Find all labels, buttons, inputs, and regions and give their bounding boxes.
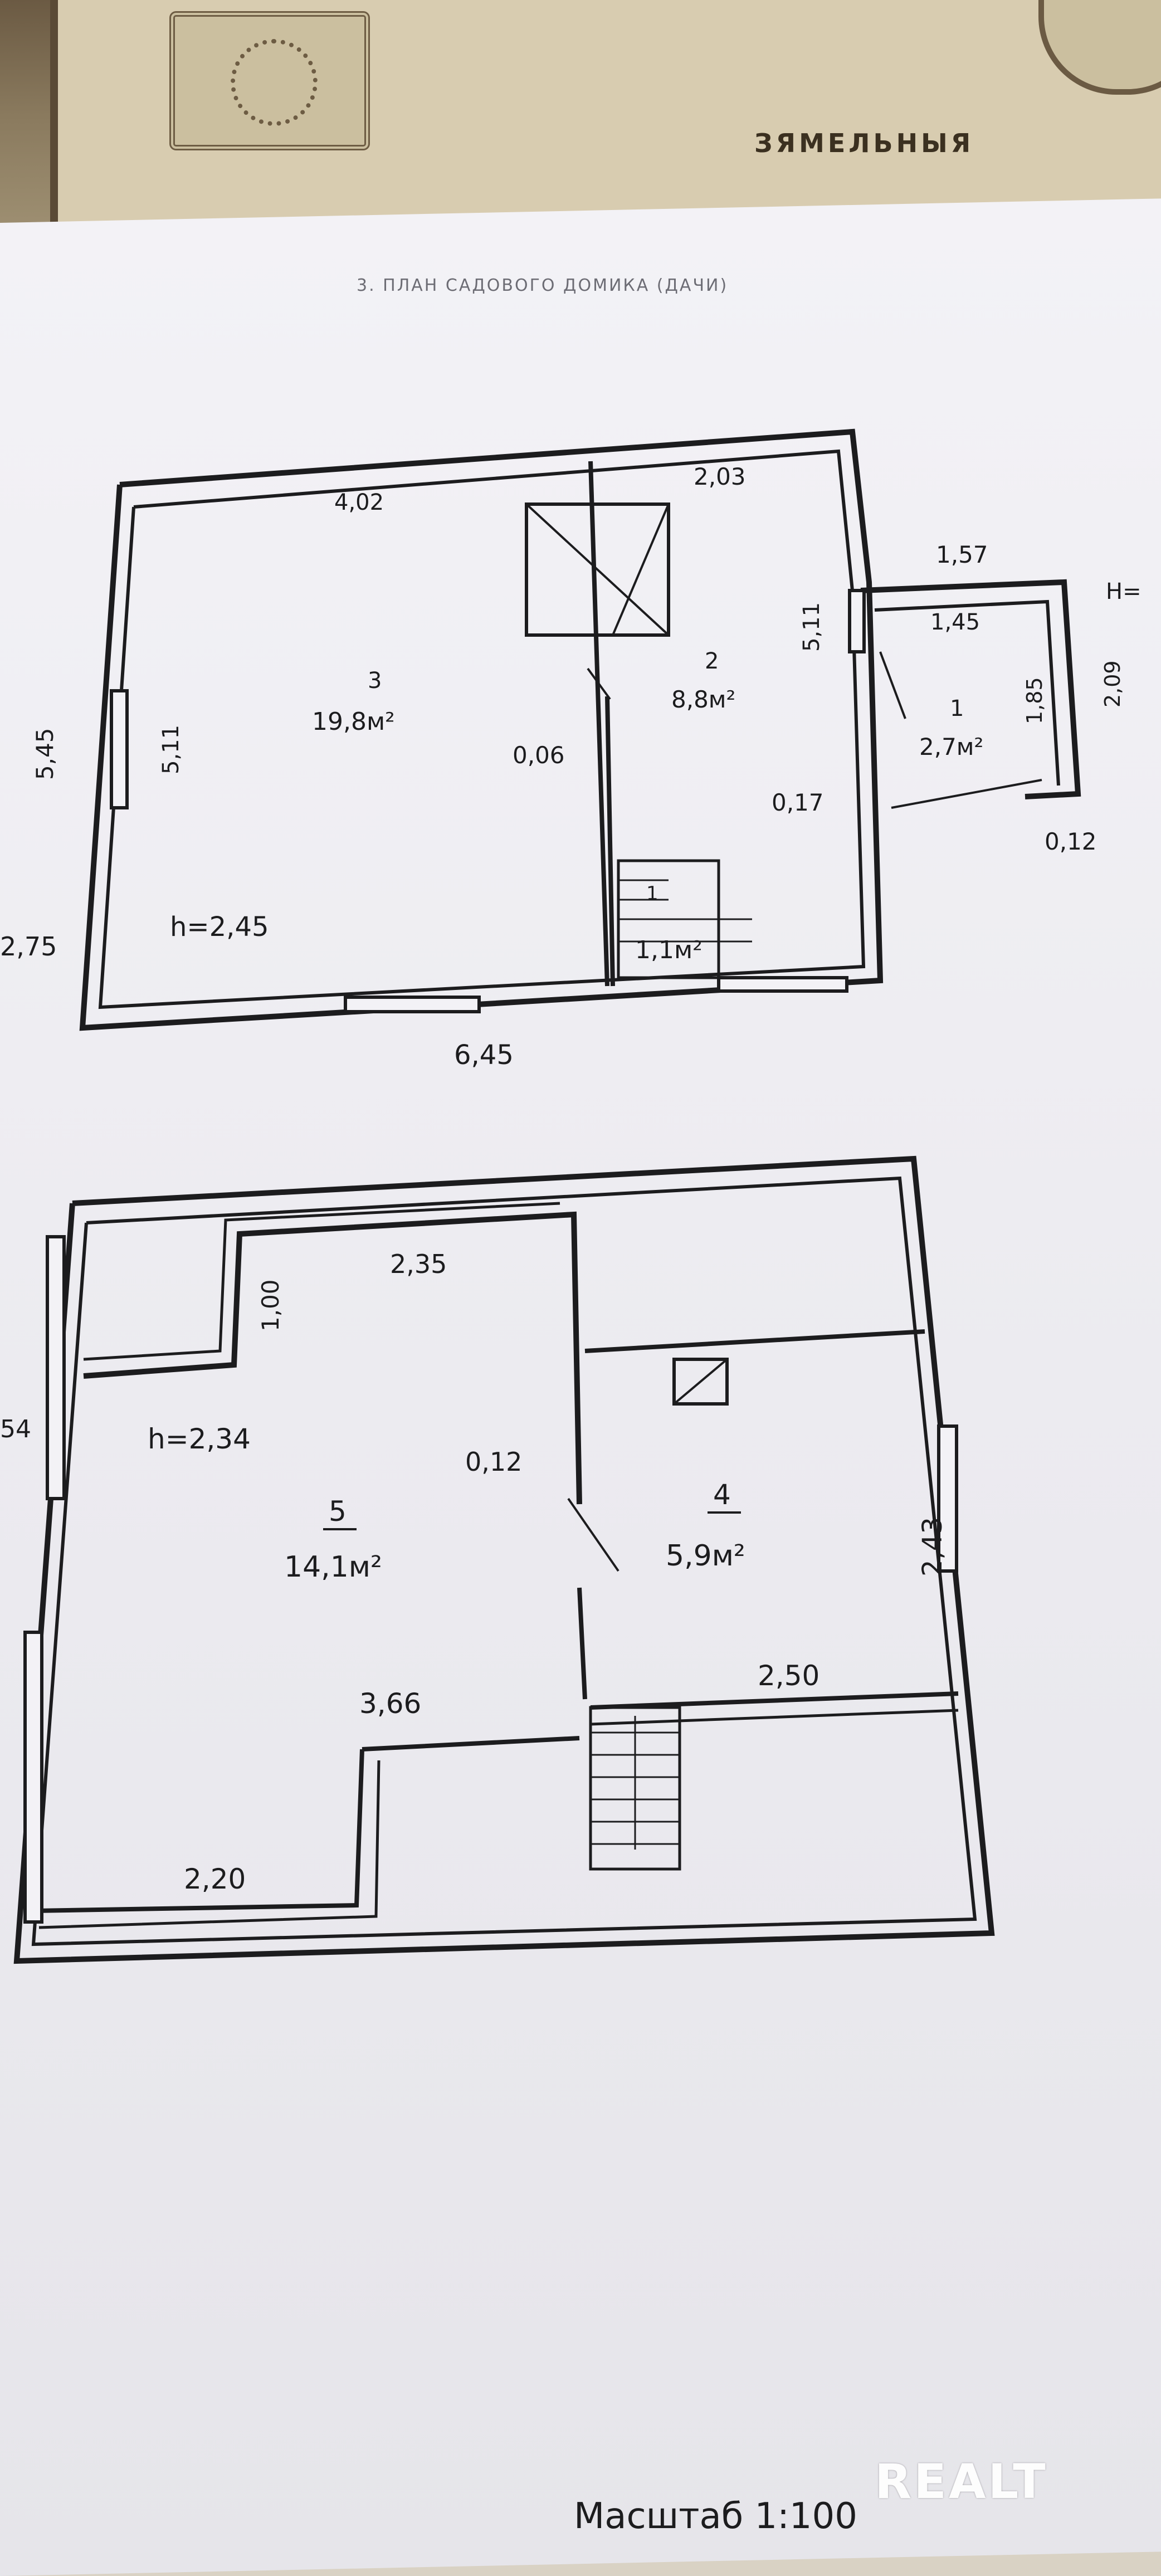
room-2-number: 2 (705, 648, 719, 674)
room-5-area: 14,1м² (284, 1550, 382, 1584)
upper-dim-left-outer: 5,45 (31, 728, 58, 780)
plan-heading: 3. ПЛАН САДОВОГО ДОМИКА (ДАЧИ) (357, 276, 729, 295)
lower-ceiling-height: h=2,34 (148, 1423, 251, 1455)
stair-room-number: 1 (646, 882, 658, 905)
upper-dim-bottom: 6,45 (454, 1040, 514, 1071)
upper-dim-porch-height-outer: 2,09 (1100, 660, 1125, 708)
room-1-number: 1 (950, 696, 964, 721)
upper-dim-porch-inner: 1,45 (930, 609, 980, 635)
realt-watermark: REALT (875, 2454, 1048, 2510)
upper-dim-mid-wall: 5,11 (799, 602, 825, 652)
ornament-frame (169, 11, 370, 150)
lower-dim-top: 2,35 (390, 1249, 447, 1279)
upper-dim-left-inner: 5,11 (158, 725, 184, 774)
room-2-area: 8,8м² (671, 686, 735, 713)
room-4-area: 5,9м² (666, 1539, 745, 1573)
room-1-area: 2,7м² (919, 733, 983, 760)
upper-dim-porch-wall: 0,12 (1045, 828, 1097, 855)
lower-dim-mid-left: 3,66 (359, 1687, 421, 1720)
room-4-number: 4 (713, 1479, 731, 1511)
lower-dim-right: 2,43 (917, 1517, 948, 1577)
room-3-number: 3 (368, 668, 382, 694)
certificate-title: ЗЯМЕЛЬНЫЯ (754, 128, 974, 158)
upper-dim-left-cut: 2,75 (0, 931, 57, 962)
certificate-cover: ЗЯМЕЛЬНЫЯ (50, 0, 1161, 234)
upper-dim-partition: 0,06 (513, 741, 565, 769)
upper-plan-walls (79, 428, 1081, 1031)
upper-dim-porch-height-inner: 1,85 (1022, 677, 1047, 724)
lower-dim-mid-right: 2,50 (758, 1660, 819, 1692)
room-5-number: 5 (329, 1495, 347, 1528)
upper-dim-wall-thickness: 0,17 (772, 789, 824, 816)
upper-ceiling-height: h=2,45 (170, 911, 269, 943)
stair-room-area: 1,1м² (635, 936, 703, 964)
room-3-area: 19,8м² (312, 708, 395, 736)
lower-dim-left-cut: 54 (0, 1415, 31, 1443)
emblem-seal (1038, 0, 1161, 95)
upper-dim-top-right: 2,03 (694, 463, 746, 490)
upper-height-cut: H= (1106, 579, 1142, 604)
scale-label: Масштаб 1:100 (574, 2496, 857, 2537)
lower-dim-bottom: 2,20 (184, 1863, 246, 1895)
upper-dim-porch-top: 1,57 (936, 541, 988, 568)
lower-dim-notch: 1,00 (257, 1279, 284, 1331)
lower-plan-walls (13, 1155, 995, 1964)
upper-dim-top-left: 4,02 (334, 490, 384, 515)
lower-dim-partition: 0,12 (465, 1447, 522, 1477)
